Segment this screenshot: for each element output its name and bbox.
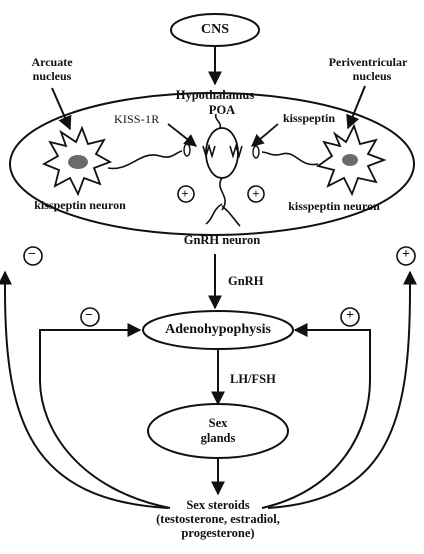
gnrh-neuron-label: GnRH neuron (184, 233, 261, 247)
plus-sign-right-hypothalamus: + (252, 186, 259, 202)
axon-right (262, 152, 318, 165)
sex-steroids-label-line2: (testosterone, estradiol, (156, 512, 280, 526)
cns-label: CNS (201, 22, 229, 38)
arcuate-label-line1: Arcuate (31, 56, 72, 69)
lh-fsh-edge-label: LH/FSH (230, 372, 276, 386)
plus-sign-left-hypothalamus: + (181, 186, 188, 202)
plus-sign-outer: + (402, 248, 410, 262)
hypothalamus-label: Hypothalamus (176, 88, 255, 102)
gnrh-edge-label: GnRH (228, 274, 263, 288)
periventricular-label-line1: Periventricular (329, 56, 408, 69)
periventricular-arrow (348, 86, 365, 128)
axon-left (108, 151, 182, 168)
gnrh-axon (206, 178, 240, 226)
terminal-left (184, 144, 190, 156)
sex-glands-label-line1: Sex (209, 416, 228, 430)
plus-sign-inner: + (346, 309, 354, 323)
kisspeptin-label: kisspeptin (283, 112, 335, 125)
nucleus-right (342, 154, 358, 166)
kisspeptin-neuron-left-label: kisspeptin neuron (34, 199, 125, 212)
sex-glands-label-line2: glands (201, 431, 236, 445)
receptor-left (203, 146, 215, 156)
minus-sign-outer: − (28, 248, 36, 262)
kisspeptin-neuron-right-label: kisspeptin neuron (288, 200, 379, 213)
arcuate-label-line2: nucleus (33, 70, 72, 83)
kiss1r-arrow (168, 124, 196, 146)
arcuate-arrow (52, 88, 70, 129)
terminal-right (253, 146, 259, 158)
nucleus-left (68, 155, 88, 169)
kiss1r-label: KISS-1R (114, 113, 159, 126)
poa-label: POA (209, 103, 235, 117)
sex-steroids-label-line3: progesterone) (181, 526, 254, 540)
minus-sign-inner: − (85, 309, 93, 323)
receptor-right (230, 146, 242, 156)
feedback-inner-left (40, 330, 170, 508)
adenohypophysis-label: Adenohypophysis (165, 322, 271, 338)
periventricular-label-line2: nucleus (353, 70, 392, 83)
feedback-outer-right (268, 272, 410, 508)
sex-steroids-label-line1: Sex steroids (186, 498, 249, 512)
kisspeptin-arrow (252, 124, 278, 146)
